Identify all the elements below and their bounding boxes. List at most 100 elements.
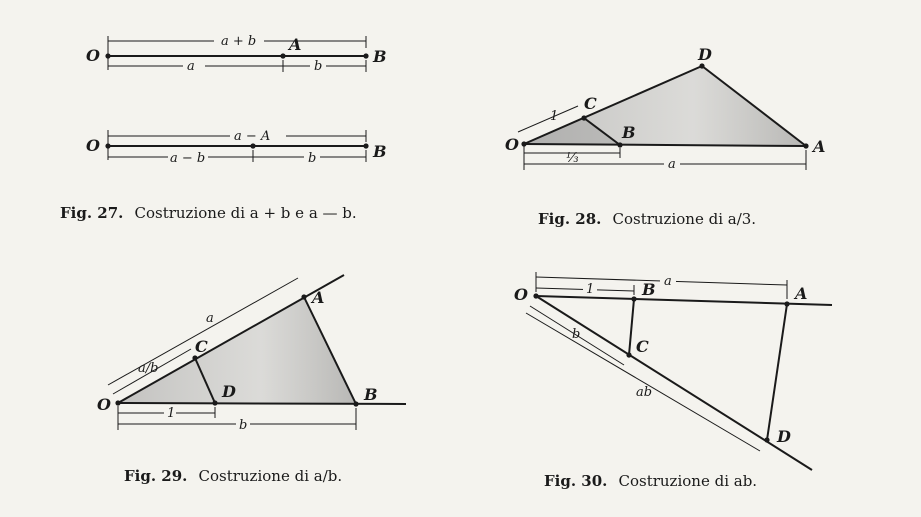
label-bg bbox=[183, 59, 205, 73]
label-bg bbox=[214, 33, 264, 47]
line-ad bbox=[766, 303, 788, 441]
label-o: O bbox=[86, 46, 100, 65]
point-o bbox=[533, 293, 539, 299]
label-o: O bbox=[97, 395, 111, 414]
point-a-minus-b bbox=[250, 143, 256, 149]
ray-oa bbox=[535, 295, 833, 306]
label-b: B bbox=[621, 123, 636, 142]
fig29-caption-number: Fig. 29. bbox=[124, 467, 187, 485]
label-a: A bbox=[310, 288, 324, 307]
fig27-caption: Fig. 27. Costruzione di a + b e a — b. bbox=[60, 203, 357, 222]
point-b bbox=[363, 143, 369, 149]
point-o bbox=[115, 400, 121, 406]
label-bg bbox=[304, 150, 320, 164]
point-b bbox=[631, 296, 637, 302]
fig30-diagram: O B A C D a 1 b ab Fig. 30. Costruzione … bbox=[514, 272, 833, 490]
point-c bbox=[626, 352, 632, 358]
label-b-length: b bbox=[308, 151, 316, 166]
triangle-obc-shade bbox=[524, 118, 620, 145]
dim-line-ab bbox=[525, 312, 761, 452]
label-a-length: a bbox=[668, 157, 676, 172]
label-a-length: a bbox=[206, 311, 214, 326]
label-a-minus-a: a − A bbox=[234, 129, 270, 144]
line-cd bbox=[194, 357, 216, 404]
dim-line-ab bbox=[112, 348, 192, 395]
label-a: A bbox=[811, 137, 825, 156]
label-c: C bbox=[584, 94, 597, 113]
label-b: B bbox=[641, 280, 656, 299]
label-bg bbox=[230, 128, 286, 142]
label-bg bbox=[583, 283, 597, 295]
fig27-diff-construction: O B a − A a − b b bbox=[86, 128, 387, 166]
fig30-caption-number: Fig. 30. bbox=[544, 472, 607, 490]
label-a-length: a bbox=[664, 274, 672, 289]
label-o: O bbox=[514, 285, 528, 304]
label-a: A bbox=[793, 284, 807, 303]
triangle-oab-shade bbox=[118, 297, 356, 404]
fig28-caption-number: Fig. 28. bbox=[538, 210, 601, 228]
fig29-caption: Fig. 29. Costruzione di a/b. bbox=[124, 466, 342, 485]
label-third: ⅓ bbox=[566, 151, 579, 166]
label-d: D bbox=[221, 382, 236, 401]
label-b-length: b bbox=[572, 327, 580, 342]
point-c bbox=[581, 115, 587, 121]
label-b-length: b bbox=[239, 418, 247, 433]
label-a-plus-b: a + b bbox=[221, 34, 256, 49]
line-cb bbox=[583, 117, 621, 146]
point-o bbox=[521, 141, 527, 147]
label-o: O bbox=[86, 136, 100, 155]
label-c: C bbox=[195, 337, 208, 356]
label-d: D bbox=[697, 45, 712, 64]
label-b-length: b bbox=[314, 59, 322, 74]
line-oa bbox=[523, 143, 807, 147]
fig29-caption-text: Costruzione di a/b. bbox=[198, 467, 342, 485]
label-b: B bbox=[363, 385, 378, 404]
label-bg bbox=[236, 418, 250, 430]
fig30-caption: Fig. 30. Costruzione di ab. bbox=[544, 471, 757, 490]
dim-line-b bbox=[529, 305, 625, 366]
label-one: 1 bbox=[586, 282, 594, 297]
label-d: D bbox=[776, 427, 791, 446]
line-ab bbox=[303, 296, 357, 405]
label-c: C bbox=[636, 337, 649, 356]
fig28-caption: Fig. 28. Costruzione di a/3. bbox=[538, 209, 756, 228]
label-a-point: A bbox=[287, 35, 301, 54]
point-d bbox=[764, 437, 770, 443]
fig27-diagram: O B A a + b a b O B a − A a − b bbox=[60, 33, 387, 222]
label-one: 1 bbox=[167, 406, 175, 421]
label-a: a bbox=[187, 59, 195, 74]
point-a bbox=[301, 294, 307, 300]
dim-line-a bbox=[107, 277, 299, 386]
label-a-over-b: a/b bbox=[138, 361, 158, 376]
label-bg bbox=[660, 275, 676, 287]
label-one: 1 bbox=[550, 109, 558, 124]
point-d bbox=[212, 400, 218, 406]
point-b bbox=[353, 401, 359, 407]
line-da bbox=[701, 65, 807, 147]
fig30-caption-text: Costruzione di ab. bbox=[618, 472, 757, 490]
fig27-sum-construction: O B A a + b a b bbox=[86, 33, 387, 74]
point-a bbox=[280, 53, 286, 59]
fig27-caption-number: Fig. 27. bbox=[60, 204, 123, 222]
fig29-diagram: O C D A B a a/b 1 b Fig. 29. Costruzione… bbox=[97, 274, 407, 485]
line-bc bbox=[628, 298, 635, 356]
point-c bbox=[192, 355, 198, 361]
label-o: O bbox=[505, 135, 519, 154]
label-bg bbox=[310, 59, 326, 73]
label-ab: ab bbox=[636, 385, 652, 400]
fig28-diagram: O C B D A 1 ⅓ a Fig. 28. Costruzione di … bbox=[505, 45, 825, 228]
ray-ob bbox=[117, 402, 407, 405]
label-bg bbox=[168, 150, 208, 164]
fig27-caption-text: Costruzione di a + b e a — b. bbox=[134, 204, 356, 222]
label-b: B bbox=[372, 47, 387, 66]
label-bg bbox=[164, 407, 176, 419]
label-b: B bbox=[372, 142, 387, 161]
line-od bbox=[523, 65, 703, 145]
point-a bbox=[803, 143, 809, 149]
label-bg bbox=[664, 158, 680, 170]
point-d bbox=[699, 63, 705, 69]
fig28-caption-text: Costruzione di a/3. bbox=[612, 210, 756, 228]
point-a bbox=[784, 301, 790, 307]
point-b bbox=[617, 142, 623, 148]
